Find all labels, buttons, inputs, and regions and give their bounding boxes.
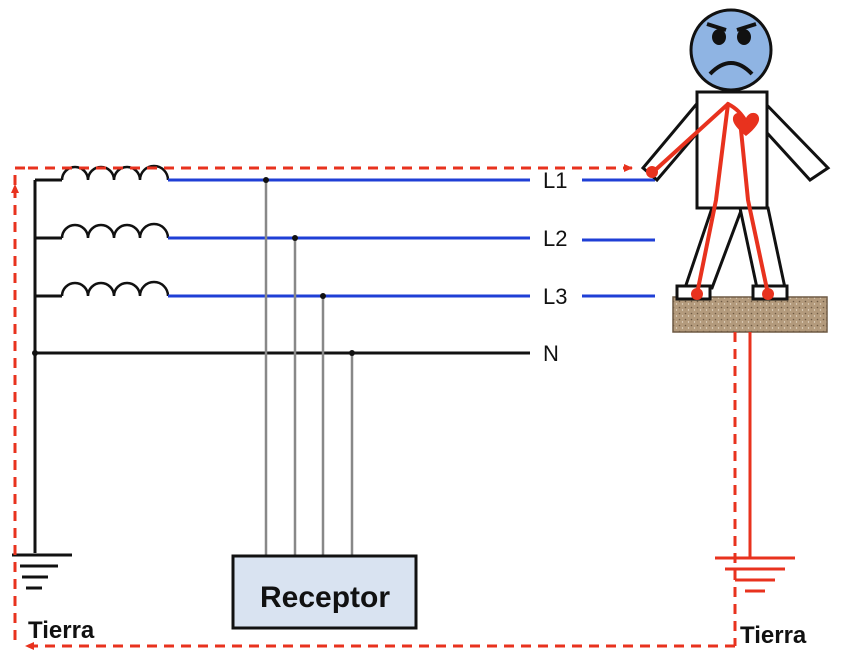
frowning-person-icon: [640, 8, 831, 301]
label-l1: L1: [543, 168, 567, 193]
receptor-feeders: [264, 180, 354, 556]
contact-dots: [646, 166, 774, 300]
receptor-label: Receptor: [260, 581, 390, 614]
phase-lines: [168, 178, 655, 298]
face: [689, 8, 773, 92]
transformer-coil-icon: [60, 164, 170, 297]
receptor-box: Receptor: [231, 554, 418, 630]
tierra-left-label: Tierra: [28, 617, 95, 644]
source-bus: [32, 178, 62, 553]
junction-dots: [263, 177, 355, 356]
ground-symbol-icon: [715, 556, 795, 593]
ground-symbol-icon: [12, 553, 72, 590]
body-current-path: [650, 101, 770, 296]
tierra-right-label: Tierra: [740, 622, 807, 649]
label-n: N: [543, 341, 559, 366]
label-l2: L2: [543, 226, 567, 251]
fault-loop-dashed: [11, 164, 737, 650]
ground-pad: [672, 296, 828, 333]
label-l3: L3: [543, 284, 567, 309]
